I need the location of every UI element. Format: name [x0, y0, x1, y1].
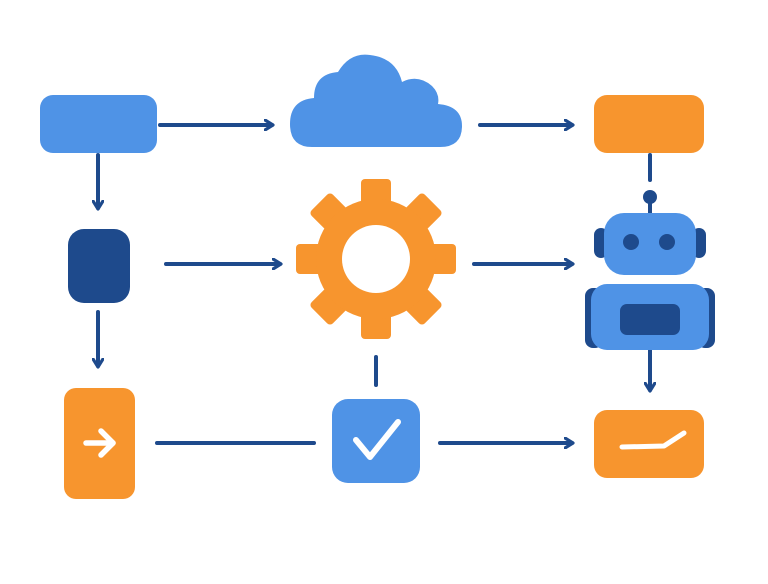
top-right-box	[594, 95, 704, 153]
check-box	[332, 399, 420, 483]
connectors	[98, 125, 650, 443]
start-box	[40, 95, 157, 153]
robot-chest-panel	[620, 304, 680, 335]
robot-antenna-tip	[643, 190, 657, 204]
signature-box	[594, 410, 704, 478]
gear-hole	[342, 225, 410, 293]
arrow-right-icon	[83, 428, 116, 458]
robot-eye-left	[623, 234, 639, 250]
robot-head	[604, 213, 696, 275]
cloud-icon	[290, 54, 462, 147]
decision-pill	[68, 229, 130, 303]
signature-icon	[619, 430, 687, 450]
robot-eye-right	[659, 234, 675, 250]
check-icon	[353, 419, 401, 460]
gear-icon	[296, 179, 456, 339]
robot-icon	[585, 190, 715, 350]
arrow-box	[64, 388, 135, 499]
